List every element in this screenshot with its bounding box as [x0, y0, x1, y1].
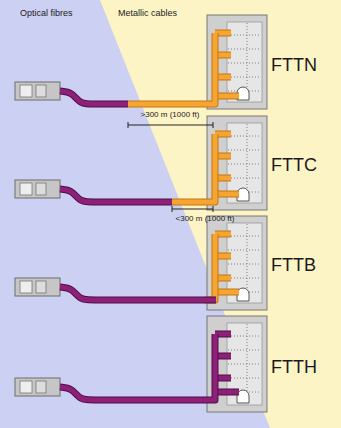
optical-fibre-outline [205, 297, 216, 304]
fibre-riser-branch-outline [215, 389, 239, 396]
floor-line [228, 150, 261, 151]
fttx-label: FTTB [271, 255, 316, 277]
exchange-panel [36, 85, 46, 97]
floor-line [228, 136, 261, 137]
optical-fibre-outline [60, 91, 128, 104]
optical-fibre-outline [60, 387, 205, 400]
floor-line [228, 164, 261, 165]
building-interior [227, 22, 262, 102]
optical-fibre-outline [60, 189, 172, 202]
metallic-region [100, 0, 341, 428]
metallic-cable [128, 33, 215, 104]
floor-line [228, 63, 261, 64]
dimension-tick [128, 122, 129, 128]
metallic-cable-outline [172, 134, 215, 202]
dimension-bracket [128, 122, 213, 128]
floor-line [228, 35, 261, 36]
metallic-cable [172, 134, 215, 202]
dimension-tick [213, 206, 214, 212]
fibre-riser-outline [205, 334, 215, 400]
exchange-panel [20, 85, 32, 97]
dimension-tick [172, 206, 173, 212]
fttx-label: FTTH [271, 357, 317, 379]
optical-fibre [60, 189, 172, 202]
exchange-panel [36, 281, 46, 293]
floor-line [228, 350, 261, 351]
exchange-panel [20, 381, 32, 393]
floor-line [228, 250, 261, 251]
optical-fibre [60, 91, 128, 104]
floor-line [228, 49, 261, 50]
dimension-label: <300 m (1000 ft) [176, 214, 235, 224]
optical-fibre-outline [60, 287, 205, 300]
floor-line [228, 336, 261, 337]
optical-fibre [60, 287, 205, 300]
exchange-panel [36, 183, 46, 195]
optical-fibre [205, 298, 216, 303]
region-label: Metallic cables [118, 8, 177, 19]
floor-line [228, 278, 261, 279]
fibre-riser-branch [215, 390, 239, 395]
copper-riser-branch [215, 192, 239, 197]
exchange-box [15, 180, 60, 198]
copper-riser-branch [215, 94, 239, 99]
floor-line [228, 378, 261, 379]
copper-riser-branch-outline [215, 289, 239, 296]
copper-riser-branch [215, 290, 239, 295]
optical-fibre [60, 387, 205, 400]
dimension-tick [213, 122, 214, 128]
region-label: Optical fibres [20, 8, 73, 19]
copper-riser-outline [205, 234, 215, 300]
floor-line [228, 264, 261, 265]
exchange-box [15, 378, 60, 396]
fttx-label: FTTC [271, 155, 317, 177]
floor-line [228, 178, 261, 179]
copper-riser [205, 234, 215, 300]
dimension-line [172, 209, 213, 210]
copper-riser-branch-outline [215, 191, 239, 198]
copper-riser-branch-outline [215, 93, 239, 100]
dimension-label: >300 m (1000 ft) [141, 110, 200, 120]
fttx-label: FTTN [271, 55, 317, 77]
exchange-box [15, 278, 60, 296]
exchange-panel [20, 183, 32, 195]
floor-line [228, 364, 261, 365]
dimension-bracket [172, 206, 213, 212]
metallic-cable-outline [128, 33, 215, 104]
exchange-panel [36, 381, 46, 393]
exchange-box [15, 82, 60, 100]
fibre-riser [205, 334, 215, 400]
floor-line [228, 236, 261, 237]
dimension-line [128, 125, 213, 126]
exchange-panel [20, 281, 32, 293]
floor-line [228, 77, 261, 78]
